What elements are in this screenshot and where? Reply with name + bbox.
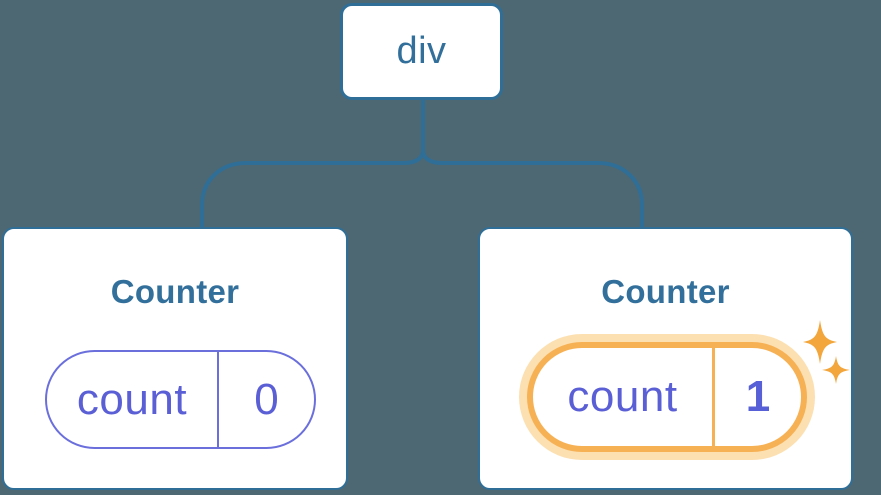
tree-node-counter-2: Counter count 1 [478, 227, 853, 490]
state-value: 0 [254, 374, 279, 424]
component-name-label: Counter [110, 273, 240, 310]
sparkle-icon [822, 356, 850, 384]
sparkle-icon [803, 320, 837, 364]
state-key-label: count [76, 374, 188, 424]
component-name-label: Counter [601, 273, 730, 310]
state-value: 1 [745, 372, 771, 421]
state-badge: count 0 [45, 350, 316, 449]
tree-node-counter-1: Counter count 0 [2, 227, 348, 490]
root-node-label: div [396, 30, 447, 72]
state-key-label: count [567, 372, 678, 421]
tree-node-div: div [340, 3, 503, 100]
sparkle-icons [803, 320, 850, 384]
state-badge-divider [712, 348, 715, 446]
state-badge-highlighted: count 1 [527, 342, 807, 452]
state-badge-divider [217, 352, 219, 447]
connector-branch-right [421, 149, 644, 228]
connector-branch-left [200, 149, 425, 228]
